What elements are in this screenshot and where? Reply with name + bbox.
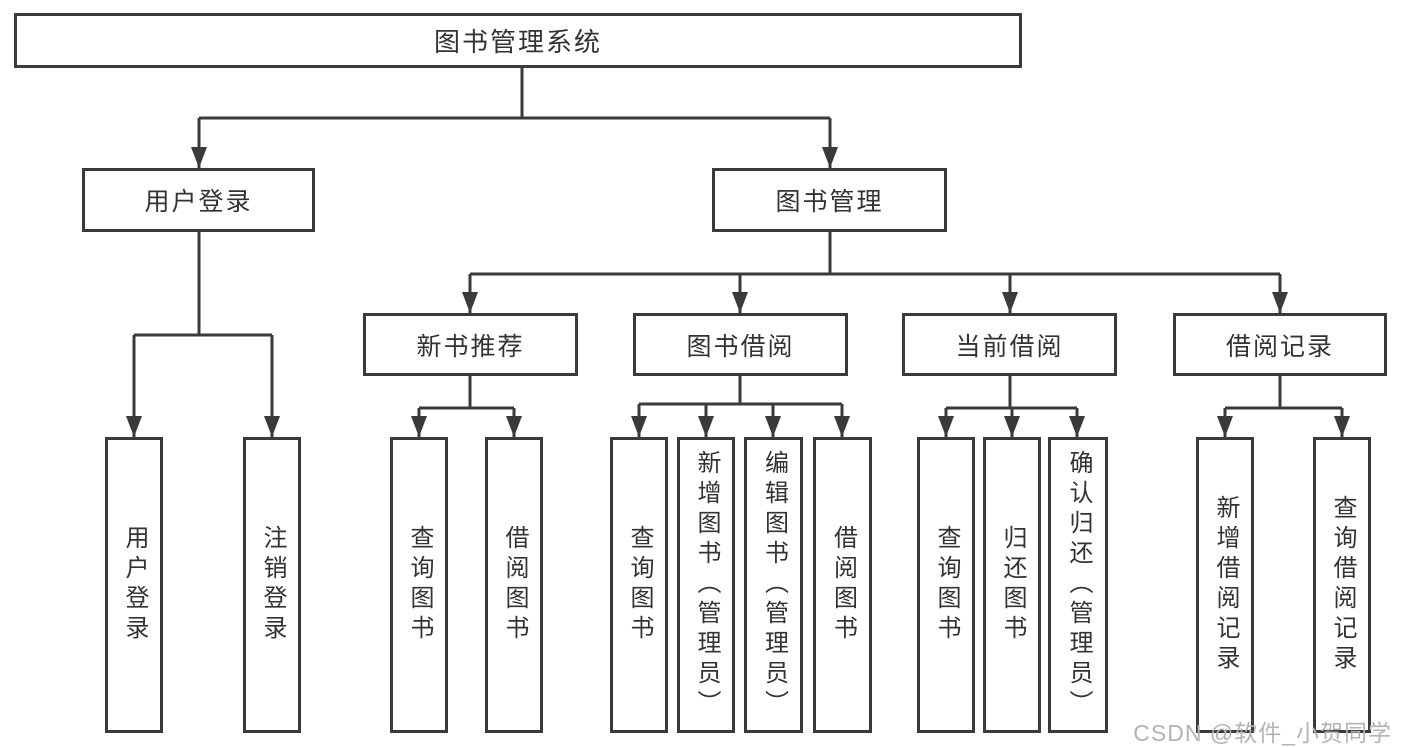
leaf-add-books-admin: 新增图书（管理员） — [677, 437, 735, 733]
arrowhead-icon — [1217, 416, 1233, 437]
leaf-query-books-borrowing: 查询图书 — [610, 437, 668, 733]
arrowhead-icon — [411, 416, 427, 437]
arrowhead-icon — [698, 416, 714, 437]
arrowhead-icon — [1334, 416, 1350, 437]
connector-root-to-level2 — [197, 68, 832, 168]
connector-book-borrowing-children — [637, 376, 844, 437]
leaf-confirm-return-admin: 确认归还（管理员） — [1048, 437, 1108, 733]
node-label: 新增图书（管理员） — [693, 450, 720, 720]
arrowhead-icon — [264, 416, 280, 437]
node-current-borrowing: 当前借阅 — [902, 313, 1117, 376]
leaf-user-login: 用户登录 — [105, 437, 163, 733]
leaf-query-books-current: 查询图书 — [917, 437, 975, 733]
arrowhead-icon — [191, 147, 207, 168]
node-library-management-system: 图书管理系统 — [14, 13, 1022, 68]
node-label: 注销登录 — [259, 525, 286, 645]
node-label: 编辑图书（管理员） — [760, 450, 788, 720]
node-label: 新增借阅记录 — [1212, 495, 1239, 675]
node-user-login: 用户登录 — [82, 168, 315, 232]
connector-new-book-children — [417, 376, 516, 437]
node-label: 借阅图书 — [501, 525, 528, 645]
arrowhead-icon — [732, 292, 748, 313]
arrowhead-icon — [1272, 292, 1288, 313]
leaf-edit-books-admin: 编辑图书（管理员） — [744, 437, 803, 733]
arrowhead-icon — [1002, 292, 1018, 313]
arrowhead-icon — [1004, 416, 1020, 437]
arrowhead-icon — [506, 416, 522, 437]
node-label: 用户登录 — [121, 525, 148, 645]
connector-user-login-children — [132, 232, 274, 437]
node-label: 图书管理系统 — [433, 27, 602, 57]
node-label: 查询图书 — [626, 525, 653, 645]
node-label: 图书借阅 — [686, 332, 795, 361]
leaf-return-books: 归还图书 — [983, 437, 1041, 733]
node-label: 新书推荐 — [416, 332, 525, 361]
arrowhead-icon — [822, 147, 838, 168]
leaf-query-borrow-record: 查询借阅记录 — [1313, 437, 1371, 733]
node-label: 归还图书 — [999, 525, 1026, 645]
arrowhead-icon — [765, 416, 781, 437]
node-label: 查询图书 — [933, 525, 960, 645]
node-label: 查询借阅记录 — [1329, 495, 1356, 675]
node-label: 图书管理 — [775, 188, 884, 216]
leaf-query-books-recommend: 查询图书 — [390, 437, 448, 733]
leaf-borrow-books-borrowing: 借阅图书 — [813, 437, 872, 733]
node-book-management: 图书管理 — [712, 168, 947, 232]
node-label: 当前借阅 — [955, 332, 1064, 361]
arrowhead-icon — [126, 416, 142, 437]
node-label: 借阅图书 — [829, 525, 857, 645]
csdn-watermark: CSDN @软件_小贺同学 — [1133, 720, 1392, 746]
node-label: 借阅记录 — [1225, 332, 1334, 361]
arrowhead-icon — [938, 416, 954, 437]
arrowhead-icon — [1069, 416, 1085, 437]
node-new-book-recommend: 新书推荐 — [363, 313, 578, 376]
leaf-borrow-books-recommend: 借阅图书 — [485, 437, 543, 733]
arrowhead-icon — [631, 416, 647, 437]
node-label: 查询图书 — [406, 525, 433, 645]
leaf-add-borrow-record: 新增借阅记录 — [1196, 437, 1254, 733]
node-label: 确认归还（管理员） — [1065, 450, 1092, 720]
node-label: 用户登录 — [144, 188, 253, 216]
connector-book-management-children — [468, 232, 1282, 313]
node-book-borrowing: 图书借阅 — [633, 313, 848, 376]
node-borrowing-records: 借阅记录 — [1173, 313, 1387, 376]
connector-borrowing-records-children — [1223, 376, 1344, 437]
arrowhead-icon — [462, 292, 478, 313]
leaf-logout-login: 注销登录 — [243, 437, 301, 733]
arrowhead-icon — [834, 416, 850, 437]
